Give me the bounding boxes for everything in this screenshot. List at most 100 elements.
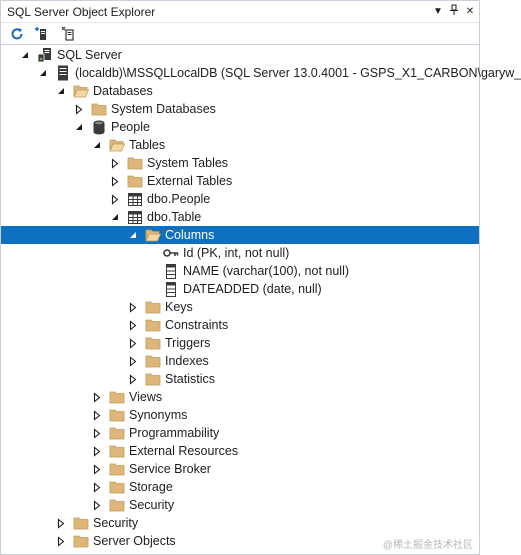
expanded-arrow-icon[interactable]	[127, 226, 139, 244]
tree-node-label: Constraints	[165, 318, 229, 332]
tree-node[interactable]: External Tables	[1, 172, 479, 190]
tree-node-label: People	[111, 120, 150, 134]
expanded-arrow-icon[interactable]	[55, 82, 67, 100]
tree-node-label: Tables	[129, 138, 166, 152]
expanded-arrow-icon[interactable]	[91, 136, 103, 154]
table-icon	[127, 191, 143, 207]
tree-node[interactable]: Columns	[1, 226, 479, 244]
collapsed-arrow-icon[interactable]	[91, 478, 103, 496]
folder-icon	[145, 335, 161, 351]
tree-node-label: Indexes	[165, 354, 209, 368]
expanded-arrow-icon[interactable]	[73, 118, 85, 136]
collapsed-arrow-icon[interactable]	[127, 298, 139, 316]
collapsed-arrow-icon[interactable]	[73, 100, 85, 118]
tree-node[interactable]: Synonyms	[1, 406, 479, 424]
folder-icon	[109, 461, 125, 477]
tree-node[interactable]: DATEADDED (date, null)	[1, 280, 479, 298]
collapsed-arrow-icon[interactable]	[55, 514, 67, 532]
tree-node-label: External Resources	[129, 444, 239, 458]
tree-node[interactable]: Tables	[1, 136, 479, 154]
tree-node[interactable]: System Databases	[1, 100, 479, 118]
collapsed-arrow-icon[interactable]	[127, 352, 139, 370]
tree-node-label: Views	[129, 390, 163, 404]
tree-node[interactable]: Storage	[1, 478, 479, 496]
tree-node[interactable]: System Tables	[1, 154, 479, 172]
collapsed-arrow-icon[interactable]	[91, 424, 103, 442]
server-group-icon	[37, 47, 53, 63]
collapsed-arrow-icon[interactable]	[91, 460, 103, 478]
tree-node[interactable]: Security	[1, 496, 479, 514]
collapsed-arrow-icon[interactable]	[127, 334, 139, 352]
stop-button[interactable]	[59, 25, 79, 43]
tree-node[interactable]: Indexes	[1, 352, 479, 370]
tree-node[interactable]: Security	[1, 514, 479, 532]
chevron-down-icon[interactable]: ▼	[433, 6, 443, 17]
tree-node[interactable]: People	[1, 118, 479, 136]
collapsed-arrow-icon[interactable]	[91, 442, 103, 460]
collapsed-arrow-icon[interactable]	[91, 406, 103, 424]
panel-titlebar: SQL Server Object Explorer ▼ ✕	[1, 1, 479, 23]
column-icon	[163, 263, 179, 279]
collapsed-arrow-icon[interactable]	[91, 496, 103, 514]
expanded-arrow-icon[interactable]	[37, 64, 49, 82]
tree-node[interactable]: Views	[1, 388, 479, 406]
folder-icon	[145, 371, 161, 387]
tree-node[interactable]: Statistics	[1, 370, 479, 388]
tree-node[interactable]: Id (PK, int, not null)	[1, 244, 479, 262]
tree-node[interactable]: NAME (varchar(100), not null)	[1, 262, 479, 280]
refresh-icon	[11, 27, 23, 39]
tree-node-label: Server Objects	[93, 534, 176, 548]
tree-node[interactable]: (localdb)\MSSQLLocalDB (SQL Server 13.0.…	[1, 64, 521, 82]
tree-node-label: Security	[93, 516, 139, 530]
tree-node-label: Statistics	[165, 372, 216, 386]
tree-node-label: Programmability	[129, 426, 220, 440]
tree-node[interactable]: dbo.Table	[1, 208, 479, 226]
expanded-arrow-icon[interactable]	[19, 46, 31, 64]
tree-node-label: (localdb)\MSSQLLocalDB (SQL Server 13.0.…	[75, 66, 521, 80]
tree-node[interactable]: dbo.People	[1, 190, 479, 208]
object-tree: SQL Server (localdb)\MSSQLLocalDB (SQL Se…	[1, 46, 521, 554]
tree-node[interactable]: Server Objects	[1, 532, 479, 550]
collapsed-arrow-icon[interactable]	[109, 154, 121, 172]
tree-node[interactable]: External Resources	[1, 442, 479, 460]
tree-node[interactable]: Databases	[1, 82, 479, 100]
tree-node-label: Service Broker	[129, 462, 211, 476]
server-icon	[55, 65, 71, 81]
tree-node[interactable]: Triggers	[1, 334, 479, 352]
collapsed-arrow-icon[interactable]	[91, 388, 103, 406]
tree-node[interactable]: Constraints	[1, 316, 479, 334]
collapsed-arrow-icon[interactable]	[109, 190, 121, 208]
folder-icon	[109, 389, 125, 405]
tree-node-label: dbo.Table	[147, 210, 202, 224]
collapsed-arrow-icon[interactable]	[55, 532, 67, 550]
folder-icon	[91, 101, 107, 117]
expanded-arrow-icon[interactable]	[109, 208, 121, 226]
tree-node-label: DATEADDED (date, null)	[183, 282, 322, 296]
tree-node[interactable]: Keys	[1, 298, 479, 316]
collapsed-arrow-icon[interactable]	[127, 316, 139, 334]
tree-node[interactable]: Service Broker	[1, 460, 479, 478]
tree-node-label: Columns	[165, 228, 215, 242]
add-server-icon	[35, 26, 46, 40]
refresh-button[interactable]	[7, 25, 27, 43]
folder-icon	[109, 479, 125, 495]
tree-node[interactable]: SQL Server	[1, 46, 479, 64]
folder-icon	[73, 515, 89, 531]
panel-title: SQL Server Object Explorer	[7, 4, 156, 19]
no-expander	[145, 262, 157, 280]
tree-node-label: Id (PK, int, not null)	[183, 246, 290, 260]
add-sql-server-button[interactable]	[33, 25, 53, 43]
close-icon[interactable]: ✕	[465, 6, 475, 17]
folder-icon	[145, 353, 161, 369]
pin-icon[interactable]	[447, 4, 461, 19]
collapsed-arrow-icon[interactable]	[127, 370, 139, 388]
tree-node-label: External Tables	[147, 174, 233, 188]
tree-node-label: Databases	[93, 84, 153, 98]
folder-icon	[145, 317, 161, 333]
tree-node[interactable]: Programmability	[1, 424, 479, 442]
no-expander	[145, 280, 157, 298]
tree-node-label: Security	[129, 498, 175, 512]
column-icon	[163, 281, 179, 297]
collapsed-arrow-icon[interactable]	[109, 172, 121, 190]
